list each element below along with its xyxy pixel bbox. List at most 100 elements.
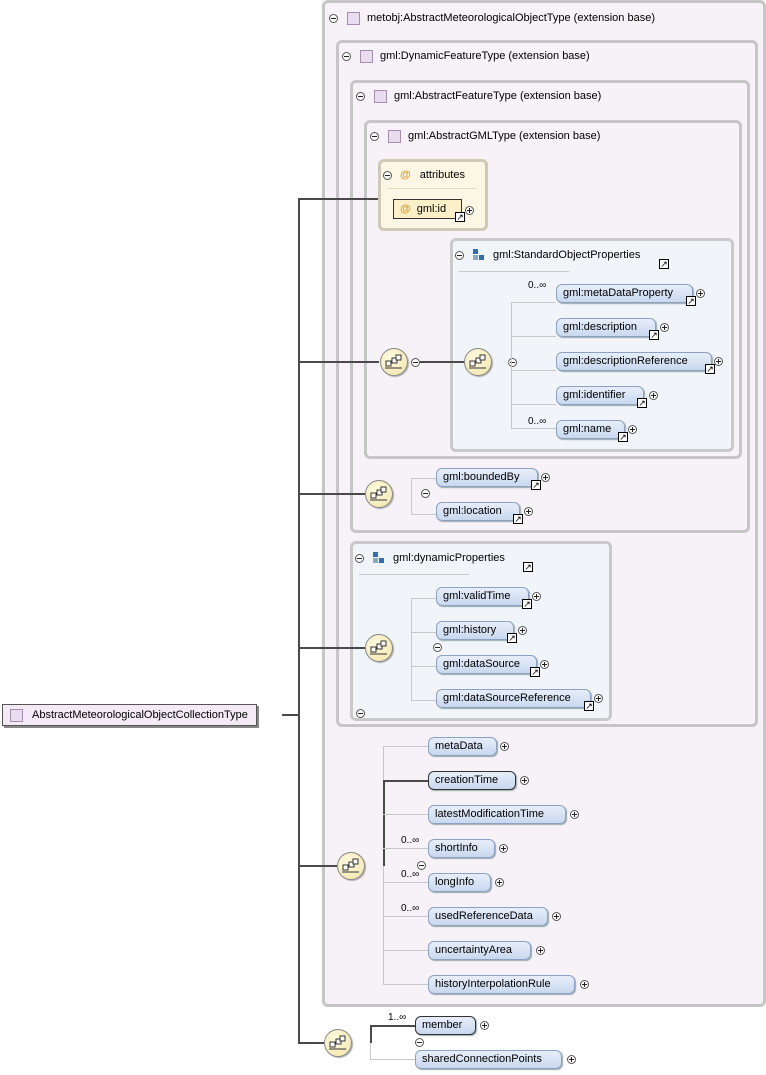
element-name[interactable]: gml:name ↗: [556, 420, 628, 442]
expand-icon[interactable]: [495, 878, 504, 887]
element-label: uncertaintyArea: [435, 944, 513, 956]
expand-icon[interactable]: [524, 507, 533, 516]
expand-icon[interactable]: [660, 323, 669, 332]
element-label: metaData: [435, 740, 483, 752]
reference-arrow-icon[interactable]: ↗: [637, 398, 647, 408]
element-label: historyInterpolationRule: [435, 978, 551, 990]
root-complex-type[interactable]: AbstractMeteorologicalObjectCollectionTy…: [2, 704, 257, 726]
reference-arrow-icon[interactable]: ↗: [618, 432, 628, 442]
collapse-icon[interactable]: [433, 643, 443, 652]
element-boundedby[interactable]: gml:boundedBy ↗: [436, 468, 541, 490]
attributes-header[interactable]: @ attributes: [381, 166, 465, 184]
element-member[interactable]: member: [415, 1016, 476, 1035]
expand-icon[interactable]: [552, 912, 561, 921]
expand-icon[interactable]: [518, 626, 527, 635]
element-label: gml:dataSource: [443, 658, 521, 670]
standard-properties-header[interactable]: gml:StandardObjectProperties: [453, 246, 640, 264]
reference-arrow-icon[interactable]: ↗: [659, 259, 669, 269]
element-identifier[interactable]: gml:identifier ↗: [556, 386, 647, 408]
group-icon: [473, 249, 485, 261]
sequence-compositor-icon[interactable]: [365, 480, 393, 508]
reference-arrow-icon[interactable]: ↗: [455, 212, 465, 222]
element-uncertaintyarea[interactable]: uncertaintyArea: [428, 941, 531, 960]
sequence-compositor-icon[interactable]: [337, 852, 365, 880]
sequence-compositor-icon[interactable]: [324, 1029, 352, 1057]
dynamic-properties-label: gml:dynamicProperties: [393, 552, 505, 564]
collapse-icon[interactable]: [415, 1038, 425, 1047]
element-location[interactable]: gml:location ↗: [436, 502, 523, 524]
expand-icon[interactable]: [570, 810, 579, 819]
element-validtime[interactable]: gml:validTime ↗: [436, 587, 532, 609]
expand-icon[interactable]: [567, 1055, 576, 1064]
element-history[interactable]: gml:history ↗: [436, 621, 517, 643]
reference-arrow-icon[interactable]: ↗: [531, 480, 541, 490]
element-shortinfo[interactable]: shortInfo: [428, 839, 495, 858]
collapse-icon[interactable]: [370, 131, 379, 141]
expand-icon[interactable]: [536, 946, 545, 955]
reference-arrow-icon[interactable]: ↗: [523, 562, 533, 572]
sequence-compositor-icon[interactable]: [464, 348, 492, 376]
collapse-icon[interactable]: [356, 709, 366, 718]
element-metadataproperty[interactable]: gml:metaDataProperty ↗: [556, 284, 696, 306]
expand-icon[interactable]: [465, 206, 474, 215]
expand-icon[interactable]: [714, 357, 723, 366]
metobj-type-header[interactable]: metobj:AbstractMeteorologicalObjectType …: [325, 9, 655, 27]
expand-icon[interactable]: [520, 776, 529, 785]
attribute-name: gml:id: [416, 203, 447, 215]
element-historyinterpolationrule[interactable]: historyInterpolationRule: [428, 975, 575, 994]
element-label: usedReferenceData: [435, 910, 533, 922]
gml-type-header[interactable]: gml:AbstractGMLType (extension base): [367, 127, 600, 145]
collapse-icon[interactable]: [329, 13, 338, 23]
complex-type-icon: [360, 49, 373, 63]
element-description[interactable]: gml:description ↗: [556, 318, 659, 340]
element-descriptionreference[interactable]: gml:descriptionReference ↗: [556, 352, 715, 374]
element-longinfo[interactable]: longInfo: [428, 873, 491, 892]
element-sharedconnectionpoints[interactable]: sharedConnectionPoints: [415, 1050, 562, 1069]
reference-arrow-icon[interactable]: ↗: [513, 514, 523, 524]
expand-icon[interactable]: [480, 1021, 489, 1030]
collapse-icon[interactable]: [411, 358, 420, 367]
expand-icon[interactable]: [696, 289, 705, 298]
feature-type-header[interactable]: gml:AbstractFeatureType (extension base): [353, 87, 601, 105]
collapse-icon[interactable]: [383, 170, 392, 180]
expand-icon[interactable]: [594, 694, 603, 703]
collapse-icon[interactable]: [355, 553, 364, 563]
expand-icon[interactable]: [540, 660, 549, 669]
reference-arrow-icon[interactable]: ↗: [530, 667, 540, 677]
collapse-icon[interactable]: [421, 489, 431, 498]
sequence-compositor-icon[interactable]: [380, 348, 408, 376]
expand-icon[interactable]: [628, 425, 637, 434]
expand-icon[interactable]: [541, 473, 550, 482]
dynamic-properties-header[interactable]: gml:dynamicProperties: [353, 549, 505, 567]
reference-arrow-icon[interactable]: ↗: [507, 633, 517, 643]
element-datasourcereference[interactable]: gml:dataSourceReference ↗: [436, 689, 594, 711]
reference-arrow-icon[interactable]: ↗: [705, 364, 715, 374]
collapse-icon[interactable]: [417, 861, 427, 870]
collapse-icon[interactable]: [455, 250, 464, 260]
element-usedreferencedata[interactable]: usedReferenceData: [428, 907, 548, 926]
element-creationtime[interactable]: creationTime: [428, 771, 516, 790]
complex-type-icon: [388, 129, 401, 143]
expand-icon[interactable]: [499, 844, 508, 853]
reference-arrow-icon[interactable]: ↗: [584, 701, 594, 711]
element-latestmodificationtime[interactable]: latestModificationTime: [428, 805, 566, 824]
element-datasource[interactable]: gml:dataSource ↗: [436, 655, 540, 677]
expand-icon[interactable]: [649, 391, 658, 400]
expand-icon[interactable]: [532, 592, 541, 601]
reference-arrow-icon[interactable]: ↗: [522, 599, 532, 609]
element-label: gml:validTime: [443, 590, 511, 602]
dynamic-type-header[interactable]: gml:DynamicFeatureType (extension base): [339, 47, 590, 65]
expand-icon[interactable]: [500, 742, 509, 751]
reference-arrow-icon[interactable]: ↗: [649, 330, 659, 340]
dynamic-type-label: gml:DynamicFeatureType (extension base): [380, 50, 590, 62]
root-label: AbstractMeteorologicalObjectCollectionTy…: [32, 709, 248, 721]
collapse-icon[interactable]: [508, 358, 518, 367]
expand-icon[interactable]: [580, 980, 589, 989]
attribute-gml-id[interactable]: @ gml:id ↗: [393, 199, 465, 222]
collapse-icon[interactable]: [342, 51, 351, 61]
feature-type-label: gml:AbstractFeatureType (extension base): [394, 90, 602, 102]
element-metadata[interactable]: metaData: [428, 737, 497, 756]
reference-arrow-icon[interactable]: ↗: [686, 296, 696, 306]
collapse-icon[interactable]: [356, 91, 365, 101]
sequence-compositor-icon[interactable]: [365, 634, 393, 662]
